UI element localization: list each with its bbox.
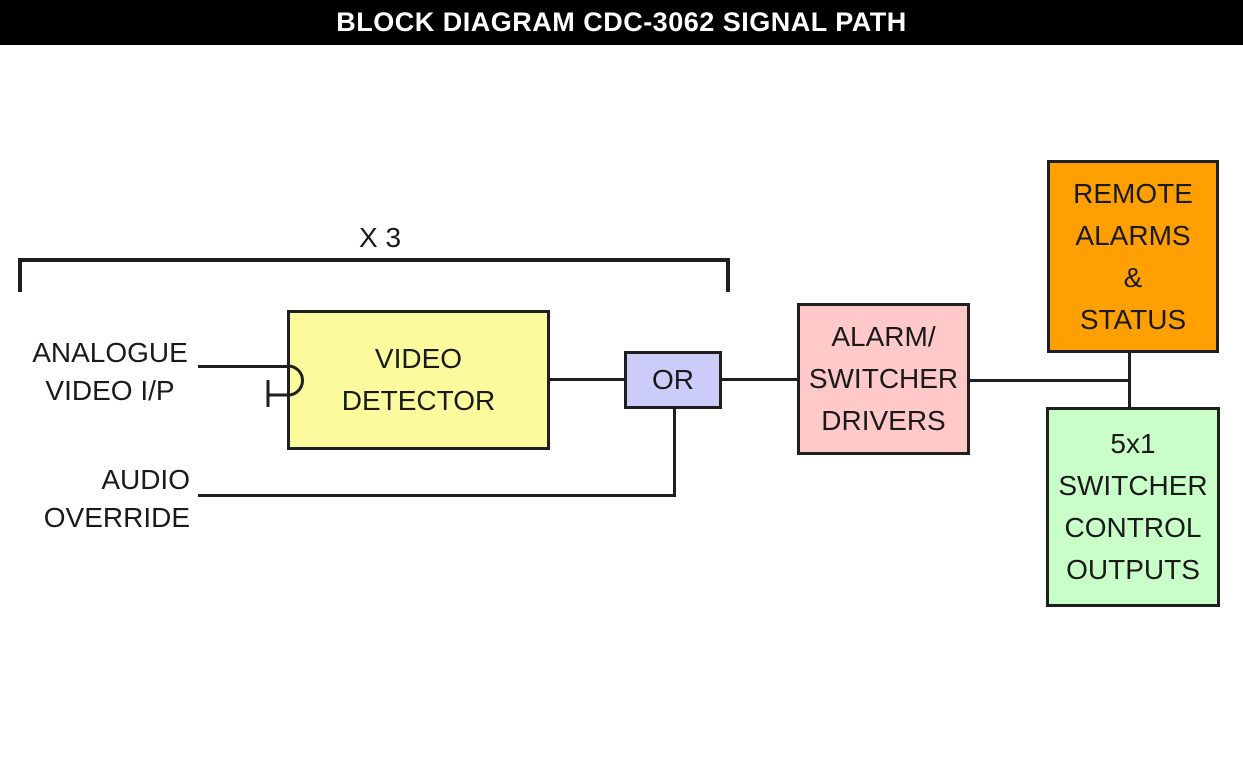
wire-audio-override bbox=[198, 494, 676, 497]
block-switcher-line3: CONTROL bbox=[1064, 512, 1202, 543]
block-video-detector-line2: DETECTOR bbox=[341, 385, 496, 416]
block-remote-alarms-status: REMOTE ALARMS & STATUS bbox=[1047, 160, 1219, 353]
block-alarm-line2: SWITCHER bbox=[808, 363, 959, 394]
wire-alarm-to-outputs bbox=[968, 379, 1130, 382]
block-alarm-line1: ALARM/ bbox=[831, 321, 936, 352]
block-switcher-line1: 5x1 bbox=[1110, 428, 1156, 459]
analogue-video-input-label-line1: ANALOGUE bbox=[32, 337, 188, 368]
wire-or-drop-down bbox=[673, 407, 676, 497]
block-switcher-line2: SWITCHER bbox=[1058, 470, 1208, 501]
block-alarm-line3: DRIVERS bbox=[821, 405, 946, 436]
block-video-detector: VIDEO DETECTOR bbox=[287, 310, 550, 450]
block-remote-line3: & bbox=[1123, 261, 1143, 293]
block-or-gate: OR bbox=[624, 351, 722, 409]
wire-remote-to-switcher bbox=[1128, 352, 1131, 409]
block-remote-line2: ALARMS bbox=[1075, 219, 1191, 251]
loop-through-symbol bbox=[266, 364, 304, 407]
block-video-detector-line1: VIDEO bbox=[374, 343, 463, 374]
audio-override-label-line1: AUDIO bbox=[101, 464, 190, 495]
page-title: BLOCK DIAGRAM CDC-3062 SIGNAL PATH bbox=[336, 7, 907, 37]
block-remote-line1: REMOTE bbox=[1073, 177, 1193, 209]
x3-bracket-line bbox=[18, 258, 730, 262]
title-bar: BLOCK DIAGRAM CDC-3062 SIGNAL PATH bbox=[0, 0, 1243, 45]
block-switcher-control-outputs: 5x1 SWITCHER CONTROL OUTPUTS bbox=[1046, 407, 1220, 607]
wire-or-to-alarm bbox=[720, 378, 798, 381]
x3-bracket-right-tick bbox=[726, 258, 730, 292]
audio-override-label: AUDIO OVERRIDE bbox=[25, 461, 190, 537]
wire-analogue-input bbox=[198, 365, 290, 368]
analogue-video-input-label-line2: VIDEO I/P bbox=[45, 375, 175, 406]
block-switcher-line4: OUTPUTS bbox=[1066, 554, 1200, 585]
block-remote-line4: STATUS bbox=[1079, 303, 1187, 335]
analogue-video-input-label: ANALOGUE VIDEO I/P bbox=[25, 334, 195, 410]
wire-detector-to-or bbox=[550, 378, 626, 381]
block-or-gate-label: OR bbox=[652, 364, 694, 395]
audio-override-label-line2: OVERRIDE bbox=[43, 502, 190, 533]
x3-bracket-left-tick bbox=[18, 258, 22, 292]
block-alarm-switcher-drivers: ALARM/ SWITCHER DRIVERS bbox=[797, 303, 970, 455]
multiplier-label: X 3 bbox=[358, 222, 402, 253]
